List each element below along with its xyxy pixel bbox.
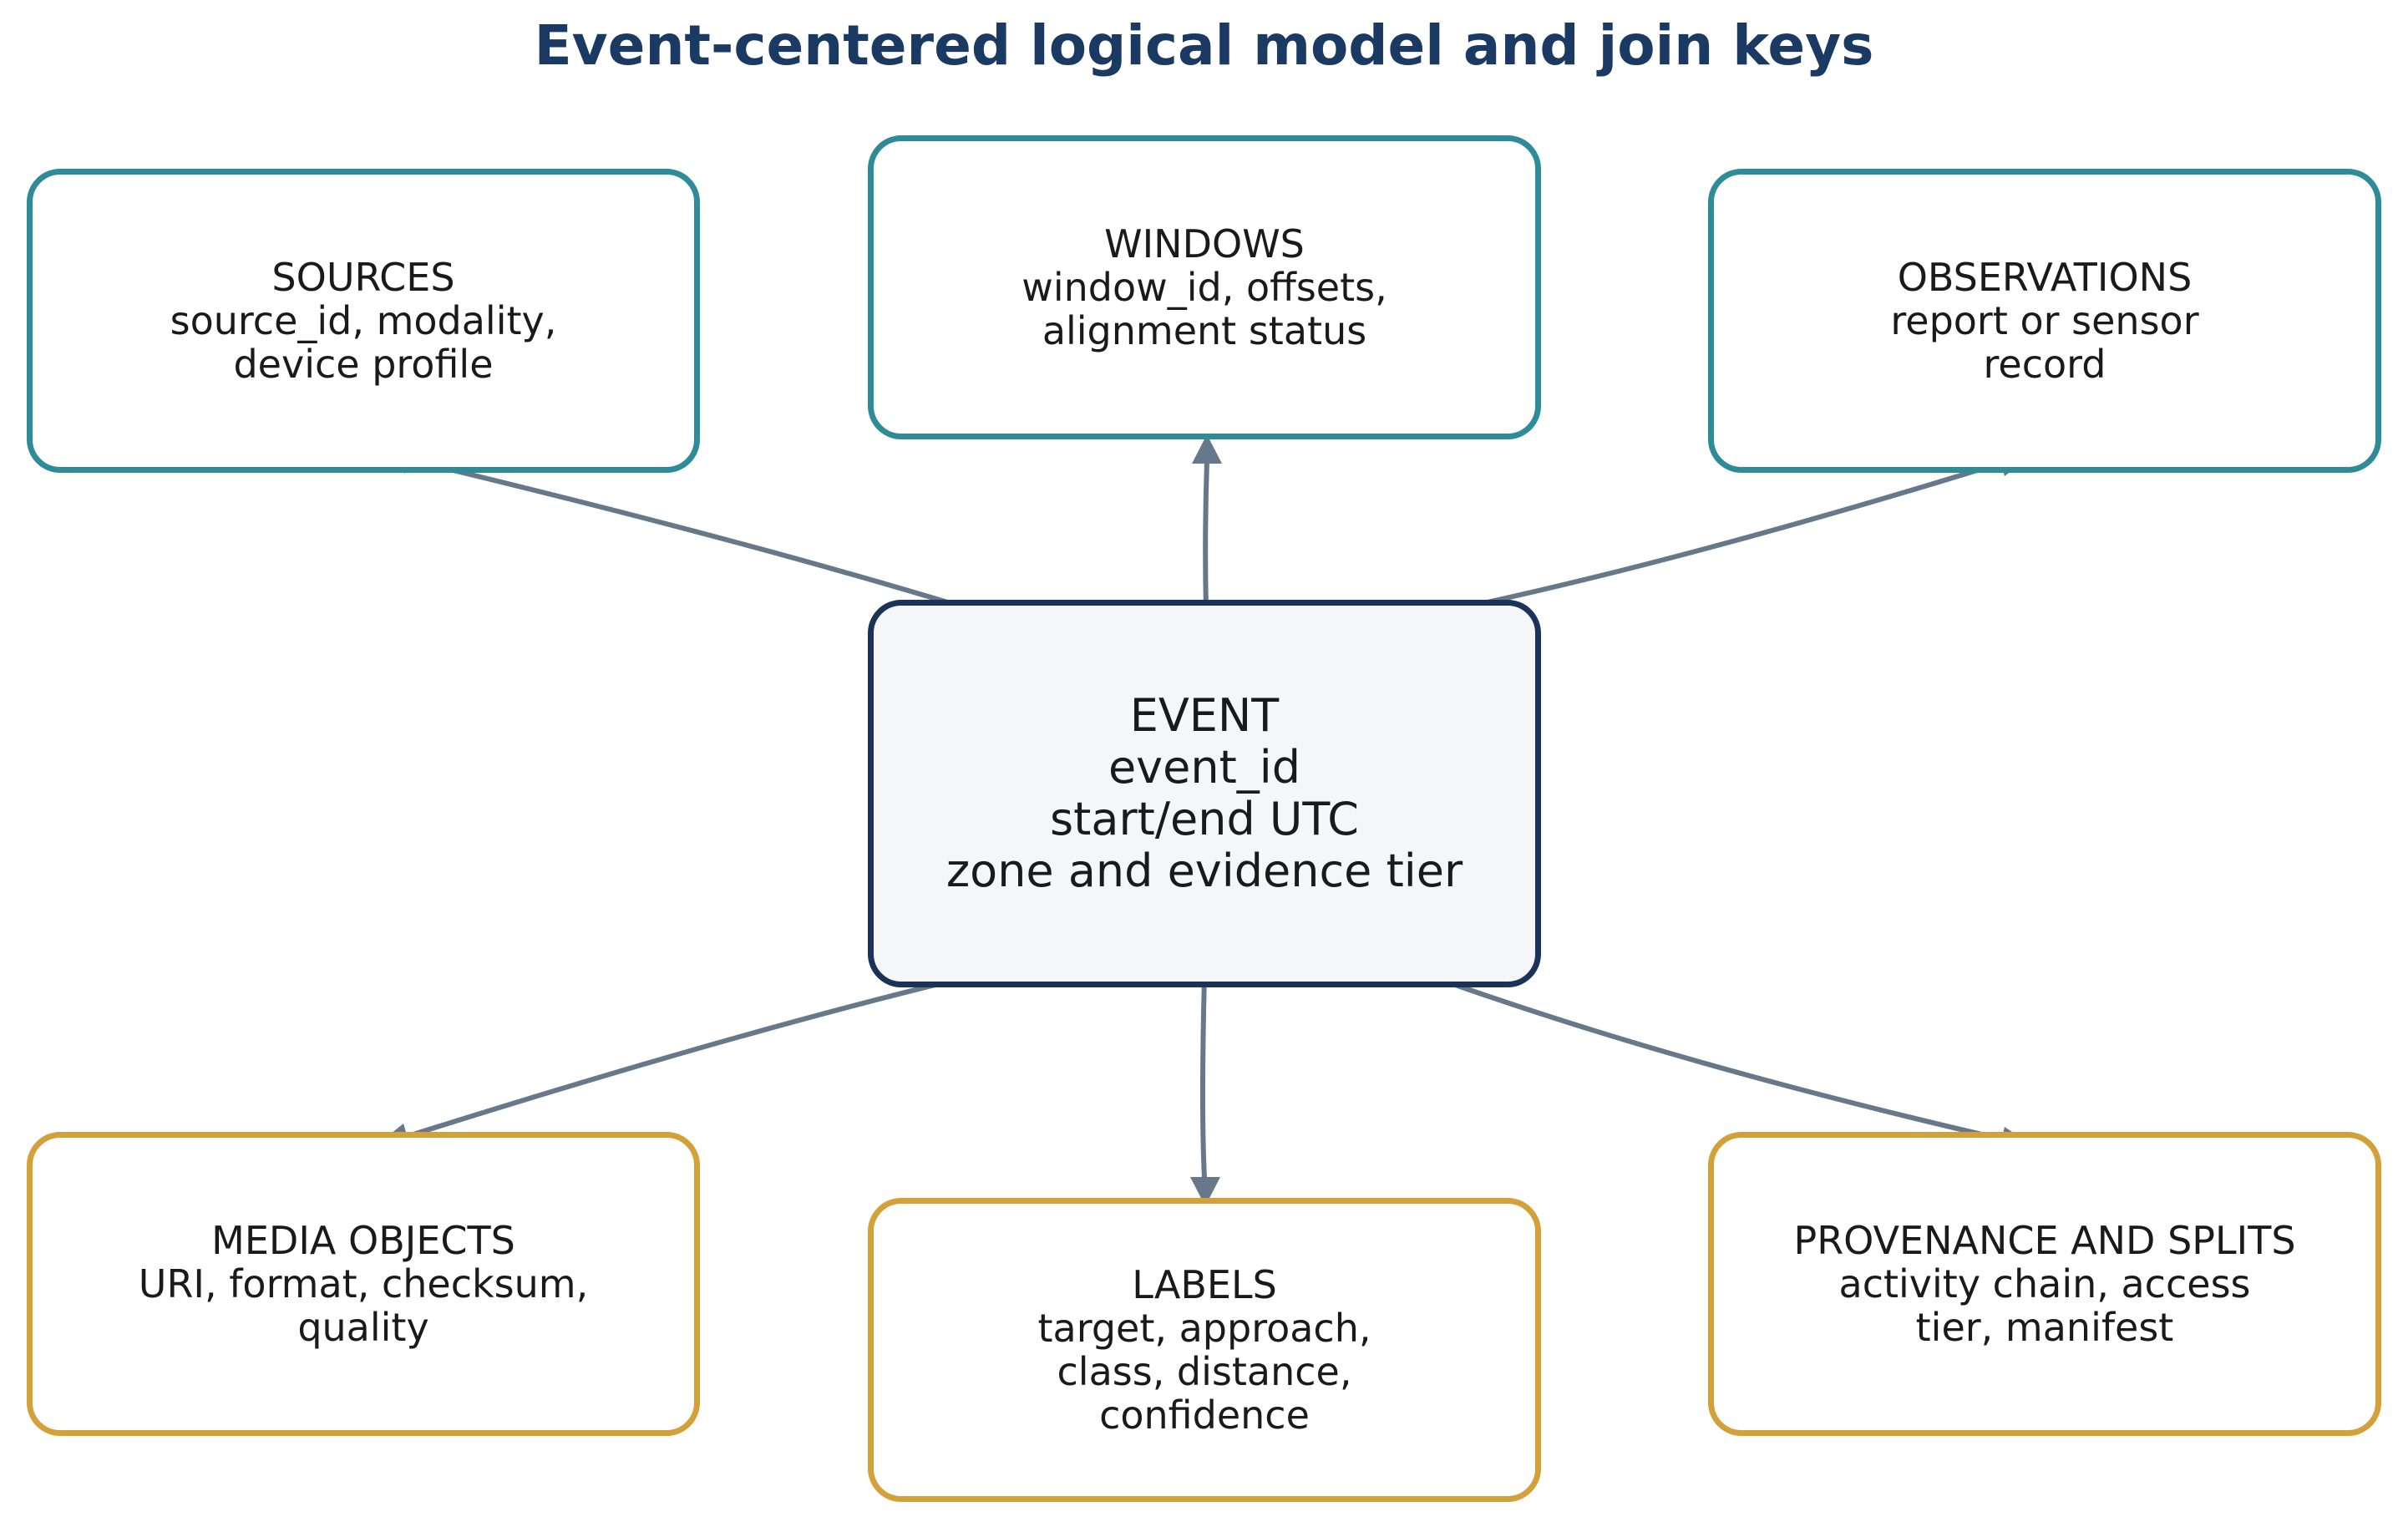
node-labels-name: LABELS — [1132, 1262, 1277, 1307]
node-sources: SOURCES source_id, modality, device prof… — [27, 169, 700, 473]
node-provenance-and-splits: PROVENANCE AND SPLITS activity chain, ac… — [1708, 1132, 2381, 1436]
node-labels-line3: confidence — [1099, 1393, 1310, 1438]
node-sources-line1: source_id, modality, — [170, 298, 557, 343]
edge-event-to-windows — [1192, 434, 1222, 611]
edge-event-to-observations — [1415, 448, 2035, 620]
diagram-title: Event-centered logical model and join ke… — [534, 13, 1874, 78]
node-media-line2: quality — [297, 1305, 429, 1350]
node-labels-line1: target, approach, — [1037, 1306, 1371, 1351]
node-windows-name: WINDOWS — [1104, 221, 1305, 266]
edge-event-to-labels — [1190, 976, 1220, 1206]
node-provenance-line1: activity chain, access — [1838, 1261, 2251, 1306]
node-event: EVENT event_id start/end UTC zone and ev… — [868, 600, 1541, 987]
node-event-line2: start/end UTC — [1050, 793, 1359, 845]
node-windows: WINDOWS window_id, offsets, alignment st… — [868, 135, 1541, 439]
edge-event-to-provenance — [1414, 968, 2035, 1155]
arrowhead-icon — [1192, 434, 1222, 464]
node-observations-line2: record — [1983, 342, 2106, 387]
node-media-objects: MEDIA OBJECTS URI, format, checksum, qua… — [27, 1132, 700, 1436]
edge-event-to-media — [374, 968, 995, 1152]
node-labels: LABELS target, approach, class, distance… — [868, 1198, 1541, 1502]
node-sources-line2: device profile — [233, 342, 494, 387]
node-event-name: EVENT — [1129, 689, 1280, 742]
node-media-line1: URI, format, checksum, — [138, 1261, 589, 1306]
node-windows-line2: alignment status — [1042, 308, 1367, 353]
node-labels-line2: class, distance, — [1057, 1349, 1352, 1394]
node-sources-name: SOURCES — [271, 255, 455, 300]
node-event-line3: zone and evidence tier — [945, 845, 1463, 897]
node-event-line1: event_id — [1108, 741, 1301, 794]
node-provenance-line2: tier, manifest — [1915, 1305, 2174, 1350]
node-observations-line1: report or sensor — [1890, 298, 2199, 343]
node-observations: OBSERVATIONS report or sensor record — [1708, 169, 2381, 473]
node-media-name: MEDIA OBJECTS — [211, 1218, 515, 1263]
node-provenance-name: PROVENANCE AND SPLITS — [1793, 1218, 2296, 1263]
node-observations-name: OBSERVATIONS — [1897, 255, 2193, 300]
node-windows-line1: window_id, offsets, — [1021, 265, 1387, 310]
arrowhead-icon — [1190, 1177, 1220, 1206]
